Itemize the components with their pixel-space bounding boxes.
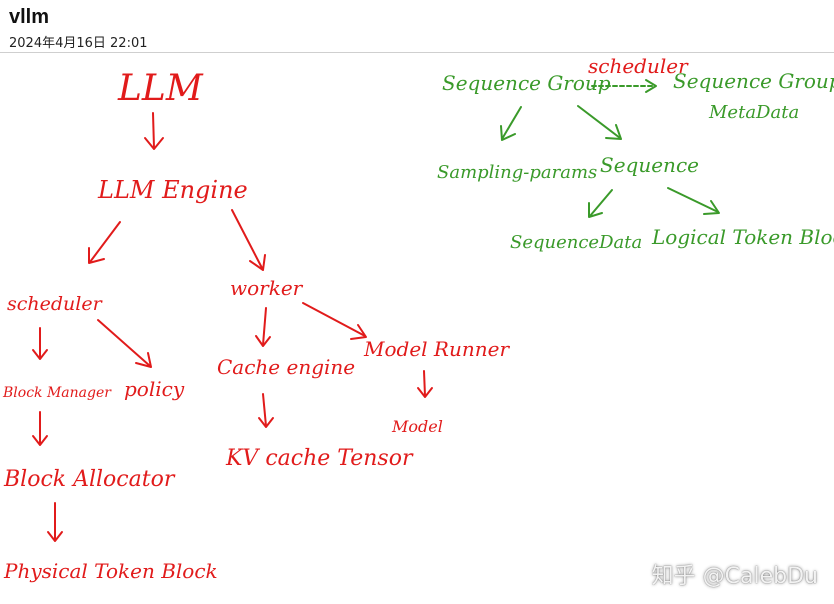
arrow-worker-to-cache-engine [255, 307, 271, 347]
node-model-runner: Model Runner [363, 337, 510, 361]
node-physical-token-block: Physical Token Block [3, 559, 218, 583]
node-worker: worker [230, 276, 304, 300]
node-sequence: Sequence [600, 153, 699, 177]
watermark: 知乎 @CalebDu [651, 564, 818, 589]
node-cache-engine: Cache engine [217, 355, 355, 379]
node-block-manager: Block Manager [2, 385, 112, 401]
node-llm-engine: LLM Engine [97, 176, 248, 204]
node-model: Model [391, 417, 443, 436]
arrow-scheduler-to-policy [97, 319, 152, 368]
dashed-arrow-to-metadata [591, 79, 657, 93]
arrow-cache-engine-to-kv-tensor [258, 393, 274, 428]
node-sequence-group-metadata-line2: MetaData [708, 102, 799, 123]
arrow-group-to-sampling-params [500, 106, 522, 141]
node-llm: LLM [117, 68, 204, 109]
node-sequence-group-metadata-line1: Sequence Group [673, 69, 834, 93]
node-sequencedata: SequenceData [510, 232, 642, 253]
node-policy: policy [124, 377, 185, 401]
node-block-allocator: Block Allocator [3, 467, 176, 492]
arrow-worker-to-model-runner [302, 302, 367, 340]
arrow-allocator-to-physical-block [47, 502, 63, 542]
note-timestamp: 2024年4月16日 22:01 [9, 36, 148, 51]
arrow-sequence-to-logical-block [667, 187, 720, 215]
arrow-sequence-to-sequencedata [588, 189, 613, 218]
note-title: vllm [9, 6, 50, 28]
label-scheduler: scheduler [588, 54, 689, 78]
node-logical-token-block: Logical Token Block [651, 225, 834, 249]
node-scheduler: scheduler [7, 293, 104, 315]
arrow-engine-to-scheduler [88, 221, 121, 264]
arrow-scheduler-to-block-manager [32, 327, 48, 360]
node-sampling-params: Sampling-params [437, 162, 597, 183]
node-kv-cache-tensor: KV cache Tensor [225, 446, 414, 471]
arrow-llm-to-engine [144, 112, 164, 150]
arrow-engine-to-worker [231, 209, 266, 271]
node-sequence-group: Sequence Group [442, 71, 611, 95]
arrow-model-runner-to-model [417, 370, 433, 398]
arrow-group-to-sequence [577, 105, 622, 140]
note-header: vllm 2024年4月16日 22:01 [0, 0, 834, 53]
arrow-block-manager-to-allocator [32, 411, 48, 446]
